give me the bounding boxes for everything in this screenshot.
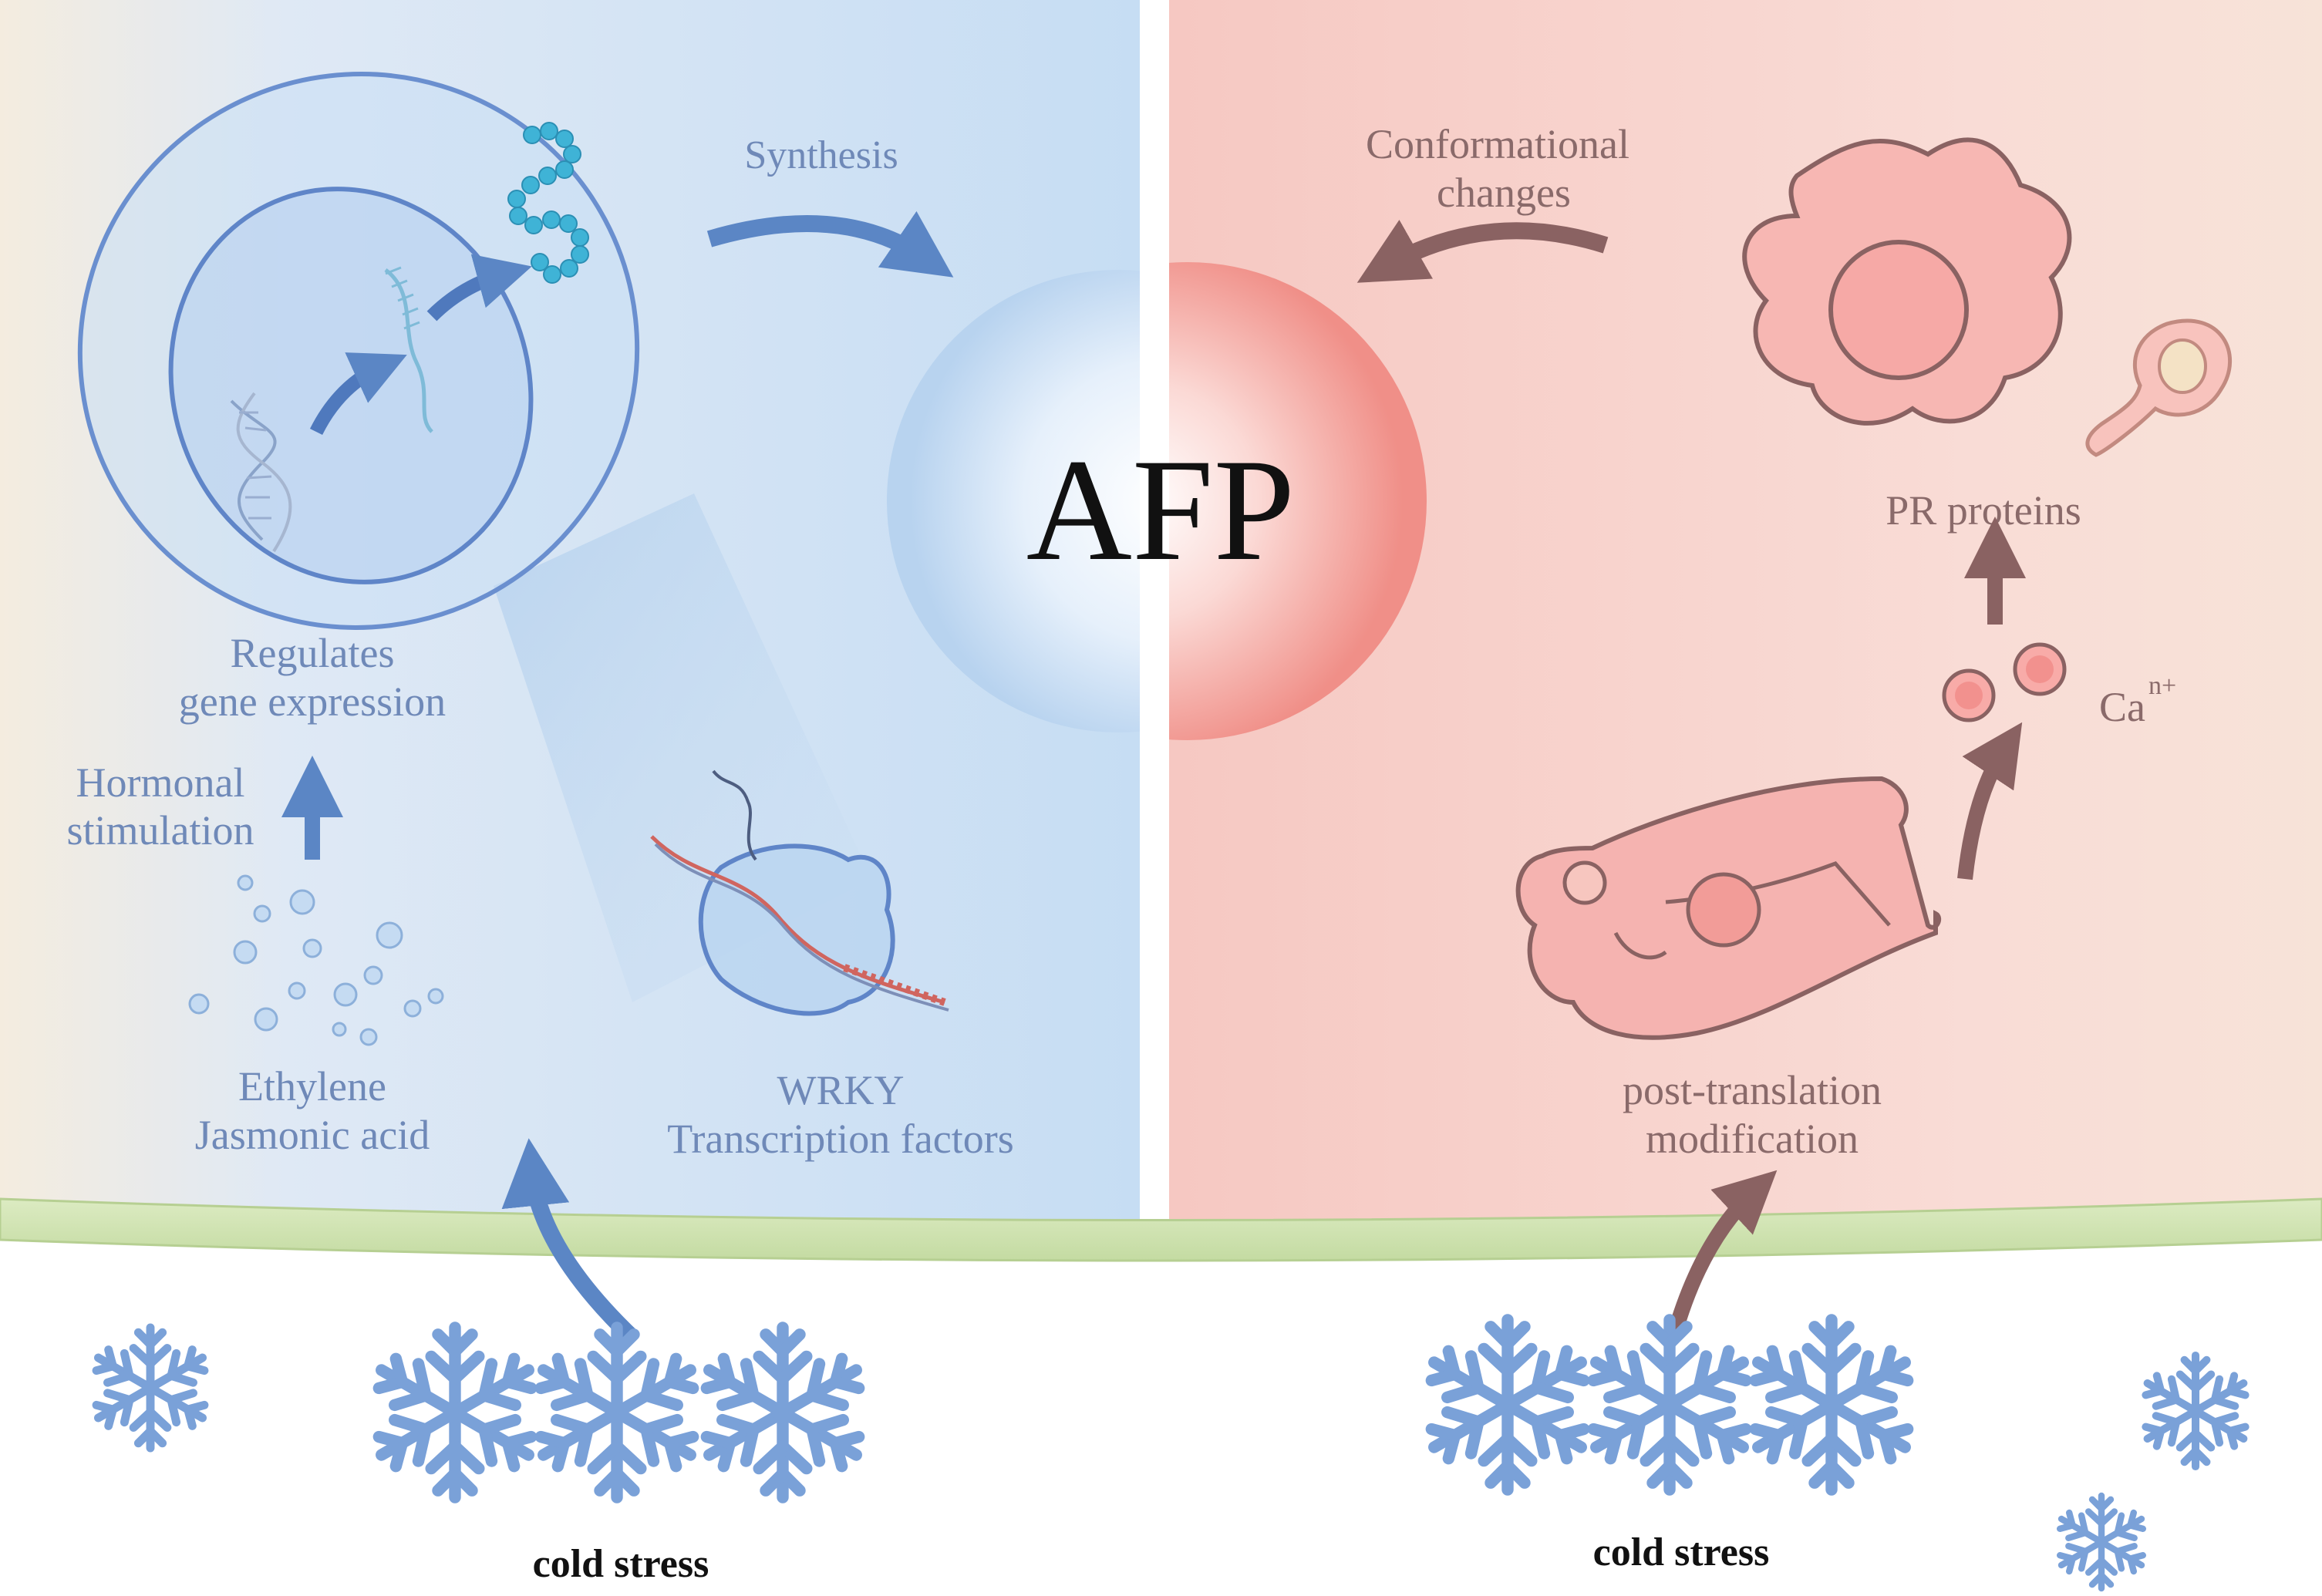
transcription-arrow xyxy=(309,352,407,436)
translation-arrow xyxy=(426,254,532,322)
ca-release-arrow xyxy=(1957,722,2023,880)
pr-cell-nucleus xyxy=(1828,240,1969,380)
afp-blue-orb xyxy=(887,270,1140,732)
receptor-protein-icon xyxy=(1515,776,1942,1040)
conformational-label-line1: Conformational xyxy=(1366,121,1629,167)
afp-red-orb xyxy=(1169,262,1427,740)
afp-title: AFP xyxy=(1026,429,1296,591)
hormonal-label-line2: stimulation xyxy=(67,807,254,854)
regulates-label-line2: gene expression xyxy=(179,678,446,725)
snowflake-icon xyxy=(90,1328,211,1448)
conformational-label-line2: changes xyxy=(1437,170,1571,216)
wrky-label-line2: Transcription factors xyxy=(667,1116,1013,1162)
snowflake-icon xyxy=(369,1328,540,1497)
cold-stress-arrow-right xyxy=(1666,1170,1778,1340)
cold-stress-arrow-left xyxy=(501,1138,639,1344)
calcium-ion-icon xyxy=(1942,642,2067,722)
post-translation-label-line2: modification xyxy=(1646,1116,1859,1162)
synthesis-label: Synthesis xyxy=(744,133,898,177)
snowflake-icon xyxy=(2055,1496,2148,1588)
snowflake-icon xyxy=(531,1328,702,1497)
regulates-label-line1: Regulates xyxy=(231,630,395,676)
post-translation-label-line1: post-translation xyxy=(1623,1067,1882,1113)
snowflake-icon xyxy=(1584,1320,1754,1490)
hormone-molecules xyxy=(188,874,444,1046)
snowflake-icon xyxy=(1746,1320,1916,1490)
cell-membrane xyxy=(0,1197,2322,1262)
snowflake-icon xyxy=(697,1328,868,1497)
ethylene-label-line1: Ethylene xyxy=(238,1063,386,1109)
cold-stress-label-left: cold stress xyxy=(533,1542,709,1586)
snowflake-icon xyxy=(2140,1355,2252,1466)
wrky-label-line1: WRKY xyxy=(777,1067,905,1113)
hormonal-label-line1: Hormonal xyxy=(76,759,245,806)
pr-proteins-label: PR proteins xyxy=(1886,487,2081,534)
cold-stress-label-right: cold stress xyxy=(1593,1530,1770,1574)
conformational-arrow xyxy=(1356,220,1609,283)
synthesis-arrow xyxy=(706,210,954,278)
small-protein-core xyxy=(2158,338,2207,394)
dna-helix-icon xyxy=(230,392,292,553)
calcium-label: Ca xyxy=(2099,684,2145,730)
calcium-charge-label: n+ xyxy=(2148,672,2176,700)
wrky-protein-icon xyxy=(650,769,949,1016)
snowflake-icon xyxy=(1422,1320,1592,1490)
mrna-icon xyxy=(384,266,433,433)
protein-chain-icon xyxy=(507,122,589,284)
ethylene-label-line2: Jasmonic acid xyxy=(195,1112,430,1158)
